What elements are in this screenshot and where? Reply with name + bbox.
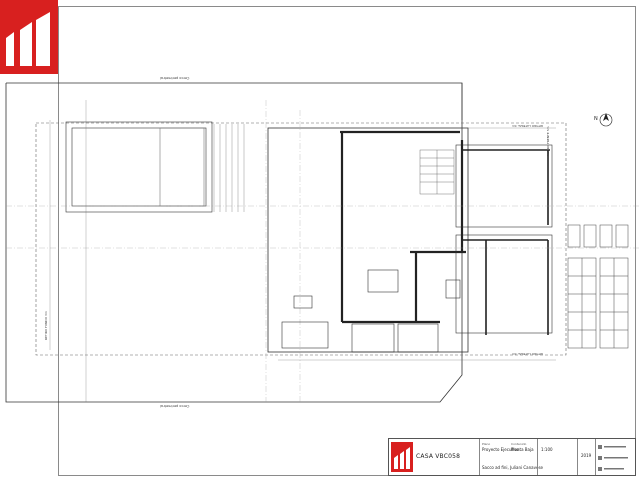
field2-label: Contenido <box>511 442 527 446</box>
title-block-logo-icon <box>391 442 413 472</box>
logo-mark-icon <box>0 0 58 74</box>
lateral-setback-bottom: RETIRO LATERAL 3m <box>512 352 543 356</box>
field1-value: Proyecto Ejecutivo <box>482 447 519 452</box>
sheet-border <box>58 6 636 476</box>
year-value: 2019 <box>581 453 592 458</box>
north-label: N <box>594 116 598 122</box>
fence-label-bottom: Cerco perimetral <box>160 404 190 408</box>
front-setback-label: RETIRO FRENTE 5m <box>546 126 550 156</box>
rear-setback-label: RETIRO FONDO 3m <box>44 311 48 340</box>
title-block: CASA VBC058 Plano Proyecto Ejecutivo Con… <box>388 438 636 476</box>
fence-label-top: Cerco perimetral <box>160 76 190 80</box>
contact-icons <box>598 445 628 471</box>
project-name: CASA VBC058 <box>416 453 461 460</box>
scale-value: 1:100 <box>541 447 553 452</box>
company-logo <box>0 0 58 74</box>
field2-value: Planta Baja <box>511 447 534 452</box>
title-block-divider <box>595 439 596 475</box>
title-block-divider <box>479 439 480 475</box>
field-contact: Sacco ad fini, Juliani Canavese <box>482 465 543 470</box>
title-block-divider <box>577 439 578 475</box>
lateral-setback-top: RETIRO LATERAL 3m <box>512 124 543 128</box>
title-block-divider <box>537 439 538 475</box>
field1-label: Plano <box>482 442 491 446</box>
north-arrow-icon <box>599 113 613 127</box>
